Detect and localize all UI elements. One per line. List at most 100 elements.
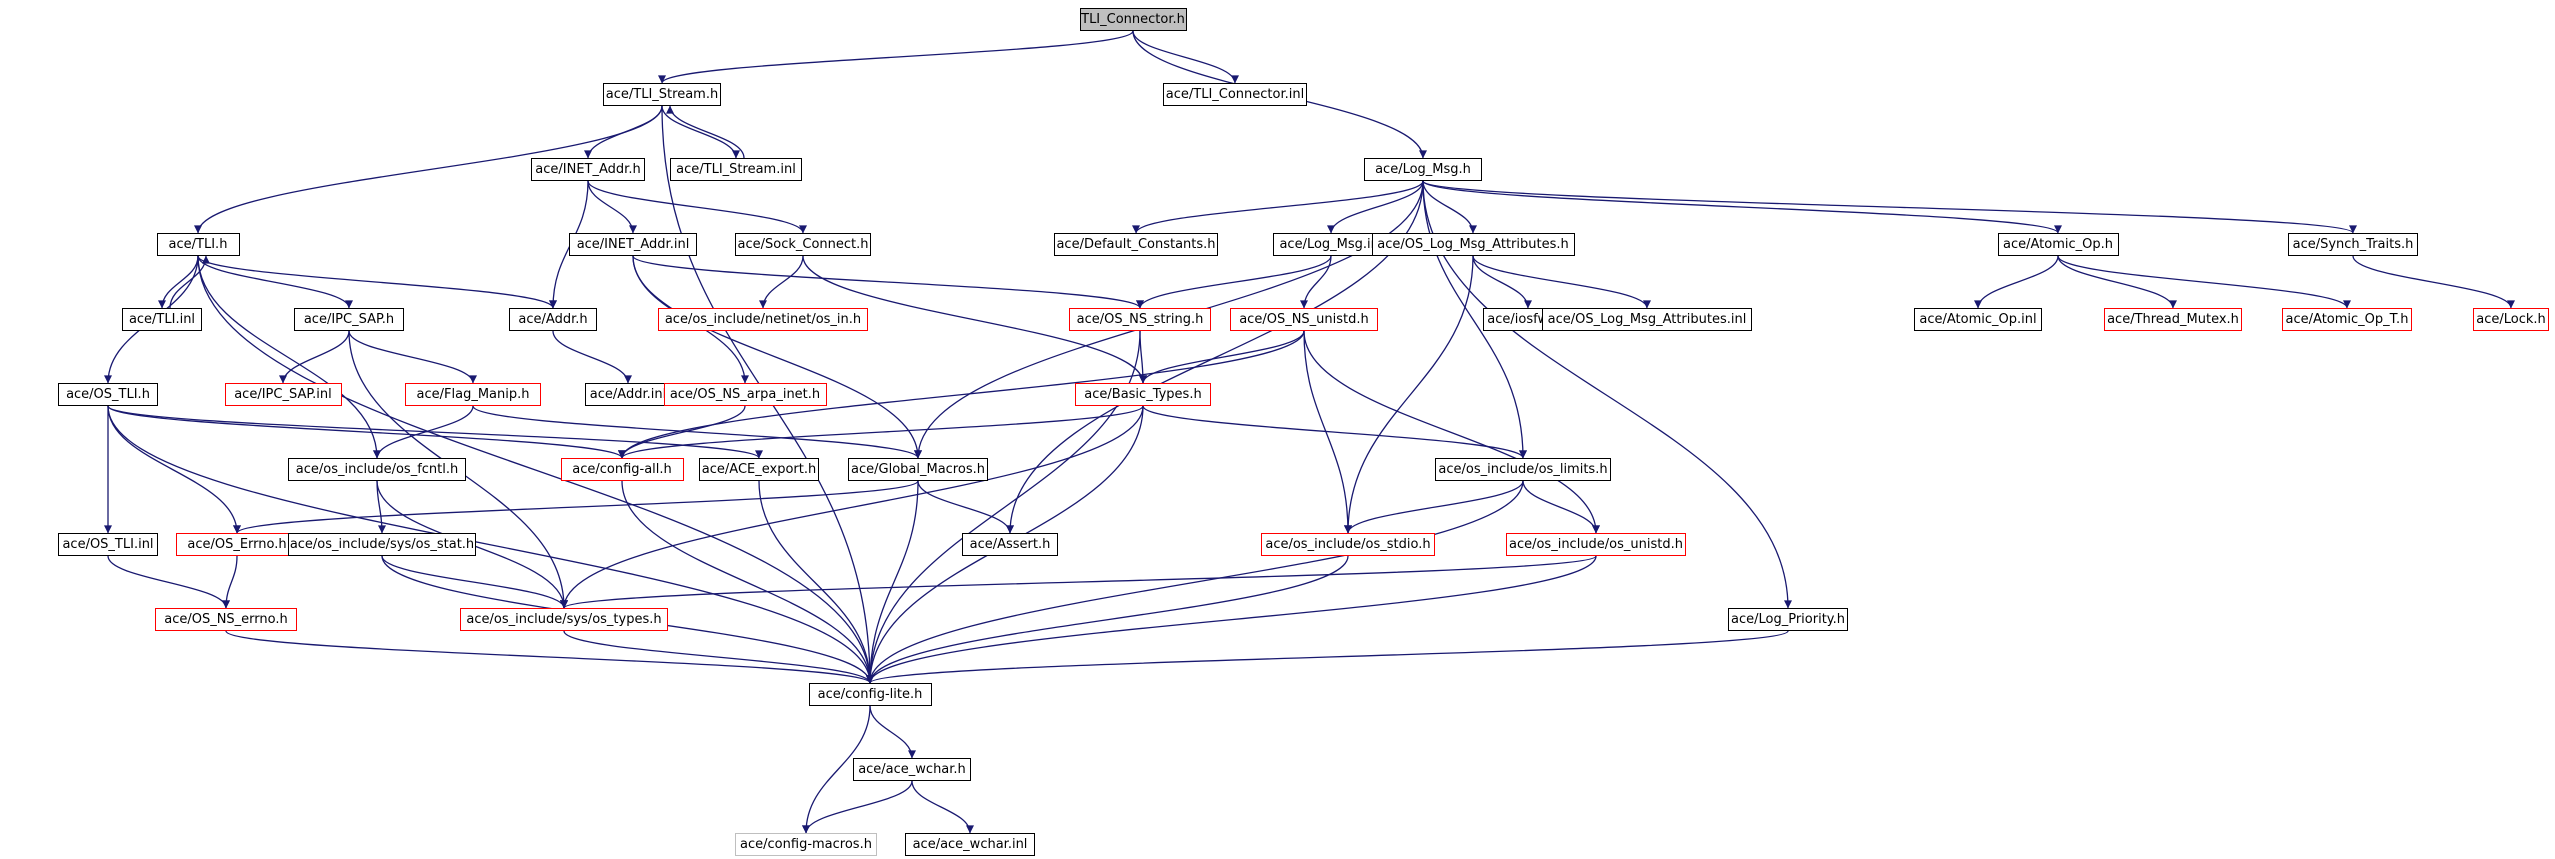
edge-os-tli-h-to-config-lite-h (107, 405, 874, 684)
node-assert-h[interactable]: ace/Assert.h (962, 533, 1058, 556)
edge-inet-addr-inl-to-os-ns-string-h (632, 255, 1144, 309)
edge-synch-traits-h-to-lock-h (2352, 255, 2515, 309)
edge-os-limits-h-to-os-unistd-h (1522, 480, 1600, 534)
edge-os-ns-errno-h-to-config-lite-h (225, 630, 874, 684)
edge-os-unistd-h-to-config-lite-h (866, 555, 1597, 684)
node-log-priority-h[interactable]: ace/Log_Priority.h (1728, 608, 1848, 631)
node-ace-wchar-inl[interactable]: ace/ace_wchar.inl (905, 833, 1035, 856)
node-os-types-h[interactable]: ace/os_include/sys/os_types.h (460, 608, 668, 631)
edge-flag-manip-h-to-global-macros-h (472, 405, 922, 459)
edge-tli-connector-h-to-tli-connector-inl (1132, 30, 1239, 84)
node-os-tli-h[interactable]: ace/OS_TLI.h (58, 383, 158, 406)
node-os-ns-arpa-inet-h[interactable]: ace/OS_NS_arpa_inet.h (663, 383, 827, 406)
node-tli-stream-inl[interactable]: ace/TLI_Stream.inl (670, 158, 802, 181)
edge-tli-stream-h-to-tli-stream-inl (661, 105, 740, 159)
edge-os-ns-arpa-inet-h-to-config-all-h (618, 405, 746, 459)
node-synch-traits-h[interactable]: ace/Synch_Traits.h (2288, 233, 2418, 256)
edge-log-msg-h-to-default-constants-h (1132, 180, 1424, 234)
node-log-msg-h[interactable]: ace/Log_Msg.h (1364, 158, 1482, 181)
edge-tli-h-to-addr-h (197, 255, 557, 309)
edge-ipc-sap-h-to-ipc-sap-inl (279, 330, 350, 384)
node-config-lite-h[interactable]: ace/config-lite.h (808, 683, 932, 706)
edge-os-limits-h-to-config-lite-h (866, 480, 1524, 684)
node-tli-h[interactable]: ace/TLI.h (156, 233, 240, 256)
node-os-tli-inl[interactable]: ace/OS_TLI.inl (58, 533, 158, 556)
edge-os-log-msg-attributes-h-to-os-stdio-h (1344, 255, 1474, 534)
node-atomic-op-h[interactable]: ace/Atomic_Op.h (1997, 233, 2119, 256)
edge-os-tli-inl-to-os-ns-errno-h (107, 555, 230, 609)
node-os-netinet-in-h[interactable]: ace/os_include/netinet/os_in.h (658, 308, 868, 331)
edge-log-msg-h-to-os-limits-h (1422, 180, 1527, 459)
node-config-macros-h[interactable]: ace/config-macros.h (735, 833, 877, 856)
node-default-constants-h[interactable]: ace/Default_Constants.h (1054, 233, 1218, 256)
edge-basic-types-h-to-config-all-h (618, 405, 1144, 459)
node-basic-types-h[interactable]: ace/Basic_Types.h (1075, 383, 1211, 406)
node-lock-h[interactable]: ace/Lock.h (2473, 308, 2549, 331)
edge-atomic-op-h-to-atomic-op-inl (1974, 255, 2059, 309)
edge-basic-types-h-to-os-limits-h (1142, 405, 1527, 459)
edge-inet-addr-h-to-sock-connect-h (587, 180, 807, 234)
node-sock-connect-h[interactable]: ace/Sock_Connect.h (735, 233, 871, 256)
edge-tli-h-to-os-fcntl-h (197, 255, 381, 459)
edge-os-types-h-to-config-lite-h (563, 630, 874, 684)
node-os-stdio-h[interactable]: ace/os_include/os_stdio.h (1261, 533, 1435, 556)
node-ace-export-h[interactable]: ace/ACE_export.h (699, 458, 819, 481)
edge-log-msg-h-to-synch-traits-h (1422, 180, 2357, 234)
node-tli-connector-h[interactable]: TLI_Connector.h (1079, 8, 1187, 31)
edge-global-macros-h-to-os-errno-h (233, 480, 919, 534)
edge-ace-export-h-to-config-lite-h (758, 480, 874, 684)
node-os-log-msg-attributes-inl[interactable]: ace/OS_Log_Msg_Attributes.inl (1542, 308, 1752, 331)
node-addr-h[interactable]: ace/Addr.h (509, 308, 597, 331)
edge-log-msg-h-to-atomic-op-h (1422, 180, 2062, 234)
edge-ace-wchar-h-to-config-macros-h (802, 780, 913, 834)
edge-atomic-op-h-to-atomic-op-t-h (2057, 255, 2351, 309)
node-tli-inl[interactable]: ace/TLI.inl (122, 308, 202, 331)
node-config-all-h[interactable]: ace/config-all.h (560, 458, 684, 481)
edge-log-msg-inl-to-os-ns-string-h (1136, 255, 1332, 309)
node-log-msg-inl[interactable]: ace/Log_Msg.inl (1273, 233, 1389, 256)
node-os-log-msg-attributes-h[interactable]: ace/OS_Log_Msg_Attributes.h (1371, 233, 1575, 256)
edge-os-limits-h-to-os-stdio-h (1344, 480, 1524, 534)
edge-tli-inl-to-tli-h (169, 255, 210, 309)
node-ipc-sap-inl[interactable]: ace/IPC_SAP.inl (224, 383, 342, 406)
node-atomic-op-t-h[interactable]: ace/Atomic_Op_T.h (2282, 308, 2412, 331)
node-os-ns-unistd-h[interactable]: ace/OS_NS_unistd.h (1230, 308, 1378, 331)
edge-os-tli-h-to-config-all-h (107, 405, 626, 459)
node-os-fcntl-h[interactable]: ace/os_include/os_fcntl.h (288, 458, 466, 481)
edge-os-stat-h-to-os-types-h (381, 555, 568, 609)
node-thread-mutex-h[interactable]: ace/Thread_Mutex.h (2104, 308, 2242, 331)
node-os-ns-string-h[interactable]: ace/OS_NS_string.h (1069, 308, 1211, 331)
edge-tli-h-to-ipc-sap-h (197, 255, 353, 309)
node-ipc-sap-h[interactable]: ace/IPC_SAP.h (294, 308, 404, 331)
edge-global-macros-h-to-config-lite-h (866, 480, 919, 684)
edge-sock-connect-h-to-basic-types-h (802, 255, 1147, 384)
node-inet-addr-inl[interactable]: ace/INET_Addr.inl (569, 233, 697, 256)
edge-basic-types-h-to-os-types-h (560, 405, 1144, 609)
node-addr-inl[interactable]: ace/Addr.inl (585, 383, 671, 406)
node-os-limits-h[interactable]: ace/os_include/os_limits.h (1435, 458, 1611, 481)
edge-ipc-sap-h-to-flag-manip-h (348, 330, 477, 384)
node-os-ns-errno-h[interactable]: ace/OS_NS_errno.h (155, 608, 297, 631)
edge-ace-wchar-h-to-ace-wchar-inl (911, 780, 974, 834)
edge-log-priority-h-to-config-lite-h (866, 630, 1789, 684)
node-os-errno-h[interactable]: ace/OS_Errno.h (175, 533, 299, 556)
edge-os-log-msg-attributes-h-to-iosfwd-h (1472, 255, 1532, 309)
node-tli-stream-h[interactable]: ace/TLI_Stream.h (603, 83, 721, 106)
edge-addr-h-to-addr-inl (552, 330, 632, 384)
edge-log-msg-inl-to-os-ns-unistd-h (1300, 255, 1332, 309)
edge-log-msg-h-to-log-msg-inl (1327, 180, 1424, 234)
node-ace-wchar-h[interactable]: ace/ace_wchar.h (853, 758, 971, 781)
node-flag-manip-h[interactable]: ace/Flag_Manip.h (405, 383, 541, 406)
edge-log-msg-h-to-os-log-msg-attributes-h (1422, 180, 1477, 234)
node-global-macros-h[interactable]: ace/Global_Macros.h (848, 458, 988, 481)
node-os-unistd-h[interactable]: ace/os_include/os_unistd.h (1506, 533, 1686, 556)
edge-os-tli-h-to-ace-export-h (107, 405, 763, 459)
node-atomic-op-inl[interactable]: ace/Atomic_Op.inl (1914, 308, 2042, 331)
edge-os-stdio-h-to-config-lite-h (866, 555, 1349, 684)
node-os-stat-h[interactable]: ace/os_include/sys/os_stat.h (288, 533, 476, 556)
node-tli-connector-inl[interactable]: ace/TLI_Connector.inl (1163, 83, 1307, 106)
edge-atomic-op-h-to-thread-mutex-h (2057, 255, 2177, 309)
node-inet-addr-h[interactable]: ace/INET_Addr.h (531, 158, 645, 181)
edge-os-ns-unistd-h-to-basic-types-h (1139, 330, 1305, 384)
